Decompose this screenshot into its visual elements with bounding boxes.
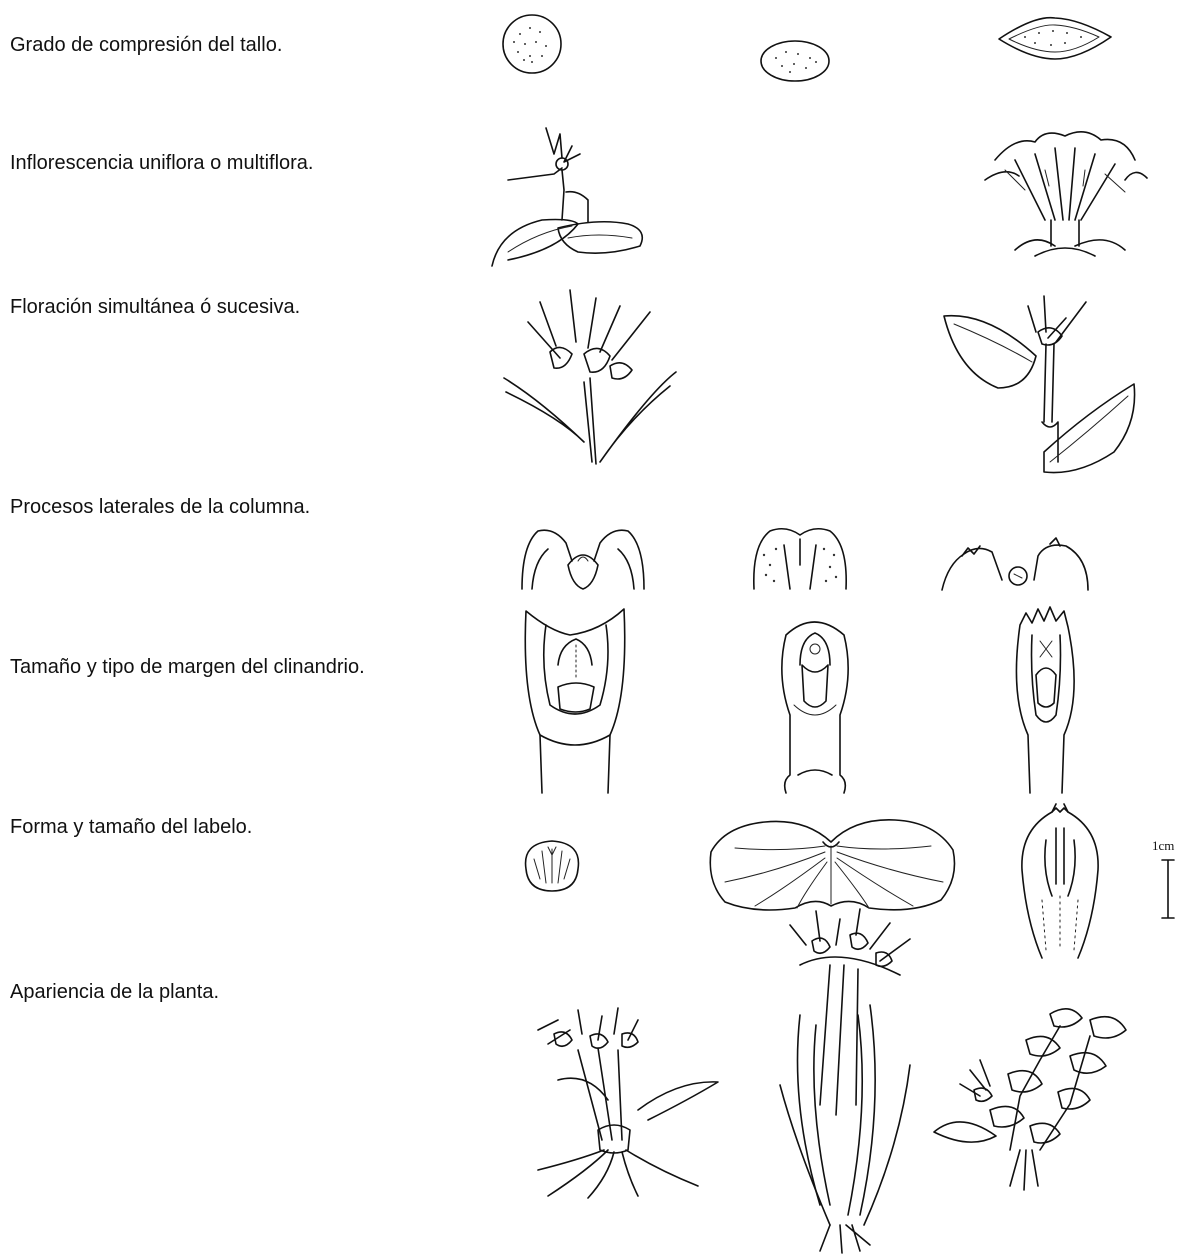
flowering-successive: [938, 292, 1138, 478]
labellum-elongate: [1012, 800, 1108, 960]
label-labellum: Forma y tamaño del labelo.: [10, 815, 252, 839]
clinandrium-type-b: [770, 605, 860, 795]
plant-appearance-type-b: [760, 905, 930, 1255]
label-inflorescence: Inflorescencia uniflora o multiflora.: [10, 151, 313, 175]
inflorescence-multiflora: [975, 120, 1155, 265]
stem-section-compressed: [995, 15, 1115, 61]
label-clinandrium: Tamaño y tipo de margen del clinandrio.: [10, 655, 365, 679]
inflorescence-uniflora: [488, 120, 668, 268]
label-plant-appearance: Apariencia de la planta.: [10, 980, 219, 1004]
scale-bar-label: 1cm: [1152, 838, 1174, 854]
stem-section-round: [500, 12, 564, 76]
label-stem-compression: Grado de compresión del tallo.: [10, 33, 282, 57]
column-processes-type-c: [938, 534, 1098, 592]
clinandrium-type-c: [1006, 605, 1086, 795]
clinandrium-type-a: [520, 605, 630, 795]
column-processes-type-a: [518, 525, 648, 591]
label-column-processes: Procesos laterales de la columna.: [10, 495, 310, 519]
scale-bar: [1158, 858, 1178, 920]
labellum-small-round: [520, 835, 584, 895]
labellum-large-bilobed: [705, 812, 960, 916]
label-flowering: Floración simultánea ó sucesiva.: [10, 295, 300, 319]
plant-appearance-type-a: [518, 1000, 728, 1200]
stem-section-oval: [758, 38, 832, 84]
flowering-simultaneous: [500, 282, 680, 472]
plant-appearance-type-c: [930, 1000, 1140, 1200]
column-processes-type-b: [750, 525, 850, 591]
